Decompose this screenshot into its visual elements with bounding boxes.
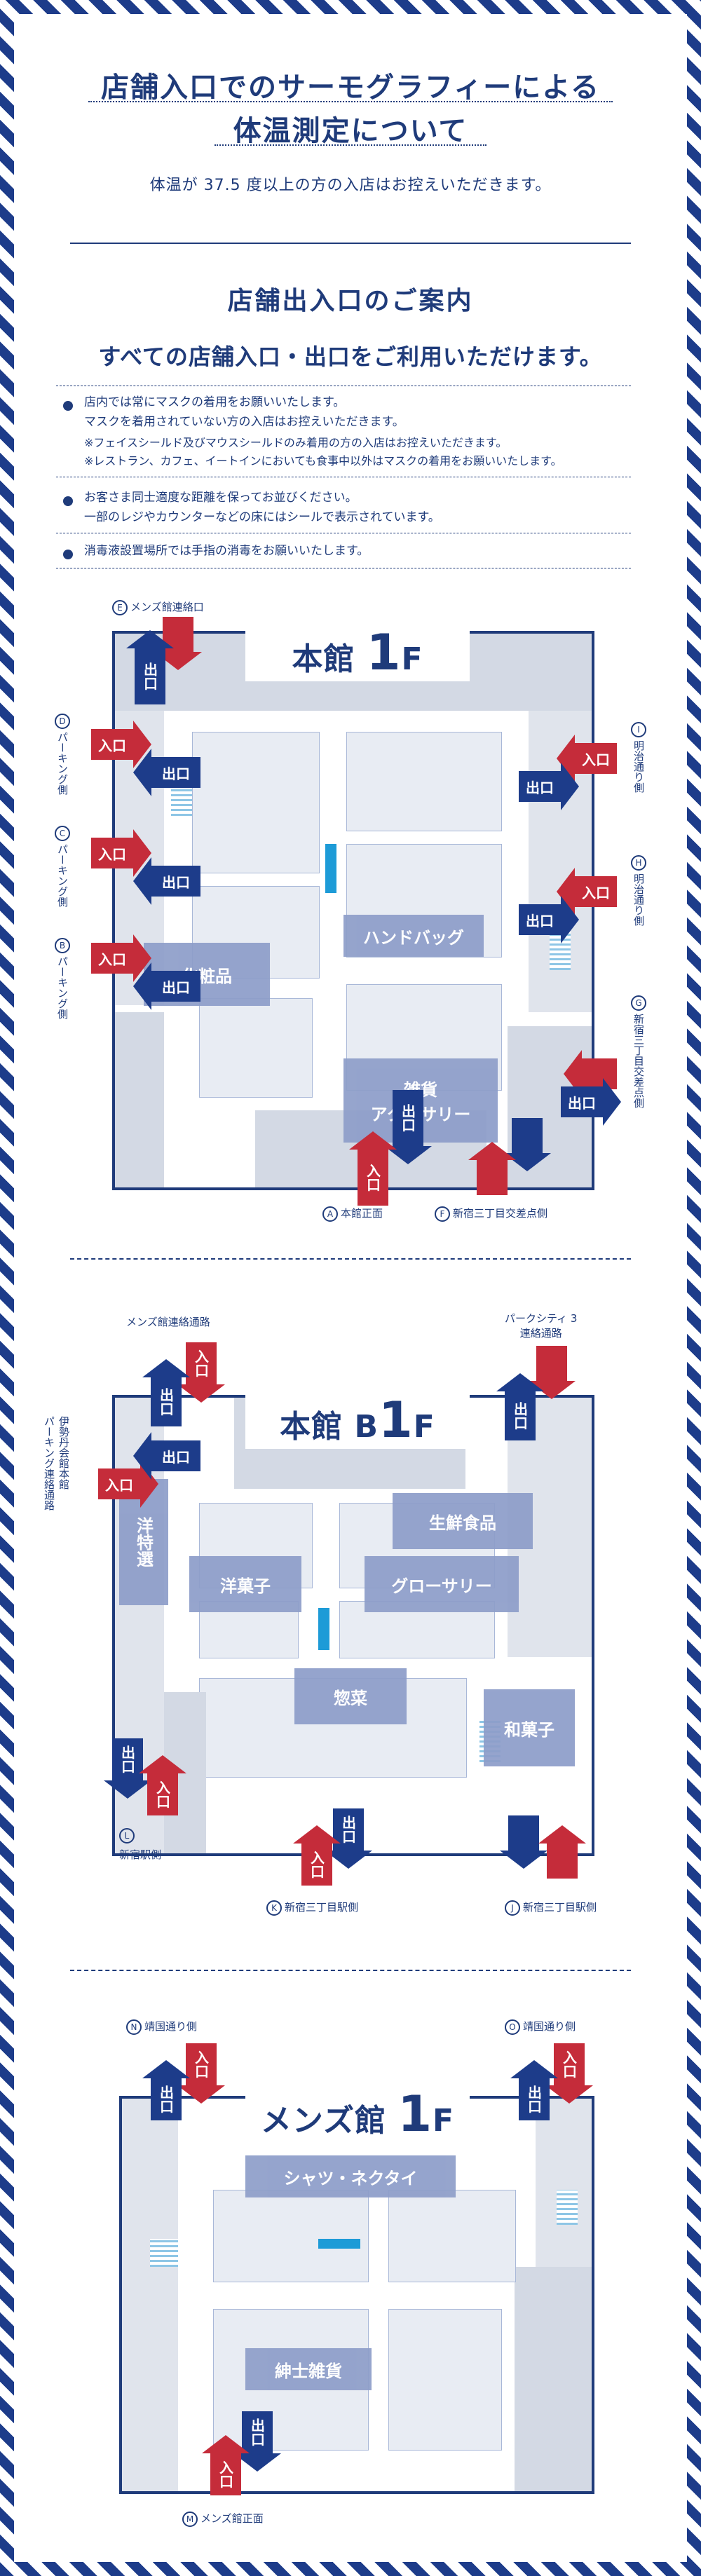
exit-arrow-n: 出口 <box>142 2060 190 2120</box>
floor-1f-title: 本館 1F <box>245 624 470 681</box>
door-d-label: Dパーキング側 <box>55 714 70 795</box>
entrance-arrow-m: 入口 <box>202 2435 250 2495</box>
escalator-icon <box>325 844 336 893</box>
stairs-icon <box>150 2239 178 2267</box>
mens-1f-title: メンズ館 1F <box>245 2085 470 2143</box>
note-3: ※フェイスシールド及びマウスシールドのみ着用の方の入店はお控えいただきます。 <box>84 436 508 449</box>
door-h-label: H明治通り側 <box>631 855 646 926</box>
page-title-line2: 体温測定について <box>233 115 468 147</box>
exit-arrow-mens-passage: 出口 <box>142 1359 190 1426</box>
divider <box>70 243 631 244</box>
area-fresh-food: 生鮮食品 <box>393 1493 533 1549</box>
entrance-arrow-mens-passage: 入口 <box>177 1342 225 1403</box>
area-western-sweets: 洋菓子 <box>189 1556 301 1612</box>
entrance-arrow-f <box>468 1142 516 1195</box>
escalator-icon <box>318 1608 329 1650</box>
door-b-label: Bパーキング側 <box>55 938 70 1019</box>
entrance-arrow-k: 入口 <box>293 1825 341 1886</box>
door-g-label: G新宿三丁目交差点側 <box>631 995 646 1108</box>
door-i-label: I明治通り側 <box>631 722 646 793</box>
entrance-arrow-i: 入口 <box>557 735 617 782</box>
area-handbag: ハンドバッグ <box>343 915 484 957</box>
page-subtitle: 体温が 37.5 度以上の方の入店はお控えいただきます。 <box>149 177 552 194</box>
exit-arrow-c: 出口 <box>133 857 200 905</box>
page-title-line1: 店舗入口でのサーモグラフィーによる <box>101 71 600 104</box>
section-separator <box>70 1970 631 1971</box>
escalator-icon <box>318 2239 360 2249</box>
floor-b1f-title: 本館 B1F <box>245 1391 470 1449</box>
exit-arrow-k: 出口 <box>325 1808 372 1869</box>
title-underline <box>88 101 613 102</box>
exit-arrow-d: 出口 <box>133 749 200 796</box>
area-shirts-ties: シャツ・ネクタイ <box>245 2155 456 2197</box>
door-parkcity-label: パークシティ 3 連絡通路 <box>505 1312 578 1340</box>
note-bullet <box>63 496 73 506</box>
exit-arrow-f <box>503 1118 551 1171</box>
title-underline-2 <box>215 144 486 146</box>
section-separator <box>70 1258 631 1260</box>
note-7: 消毒液設置場所では手指の消毒をお願いいたします。 <box>84 544 369 558</box>
exit-arrow-h: 出口 <box>519 896 579 943</box>
note-bullet <box>63 550 73 559</box>
entrance-arrow-h: 入口 <box>557 868 617 915</box>
entrance-arrow-b: 入口 <box>91 934 151 982</box>
area-deli: 惣菜 <box>294 1668 407 1724</box>
area-grocery: グローサリー <box>365 1556 519 1612</box>
exit-arrow-parkcity: 出口 <box>496 1373 544 1440</box>
entrance-arrow-c: 入口 <box>91 829 151 877</box>
exit-arrow-l: 出口 <box>104 1738 151 1799</box>
entrance-arrow-o: 入口 <box>545 2043 593 2104</box>
entrance-arrow-d: 入口 <box>91 721 151 768</box>
door-l-text: 新宿駅側 <box>119 1848 162 1861</box>
entrance-arrow-j <box>538 1825 586 1879</box>
note-2: マスクを着用されていない方の入店はお控えいただきます。 <box>84 415 404 429</box>
exit-arrow-o: 出口 <box>510 2060 558 2120</box>
floor-b1f-plan <box>112 1395 594 1856</box>
entrance-arrow-isetan: 入口 <box>98 1460 158 1508</box>
note-4: ※レストラン、カフェ、イートインにおいても食事中以外はマスクの着用をお願いいたし… <box>84 454 562 468</box>
note-6: 一部のレジやカウンターなどの床にはシールで表示されています。 <box>84 510 440 524</box>
entrance-arrow-a: 入口 <box>349 1131 397 1206</box>
note-bullet <box>63 401 73 411</box>
content-panel: 店舗入口でのサーモグラフィーによる 体温測定について 体温が 37.5 度以上の… <box>14 14 687 2562</box>
entrance-arrow-l: 入口 <box>139 1755 186 1815</box>
entrance-arrow-n: 入口 <box>177 2043 225 2104</box>
door-l-label: L <box>119 1828 137 1844</box>
exit-arrow-isetan: 出口 <box>133 1432 200 1480</box>
exit-arrow-e: 出口 <box>126 630 174 704</box>
area-japanese-sweets: 和菓子 <box>484 1689 575 1766</box>
note-1: 店内では常にマスクの着用をお願いいたします。 <box>84 395 346 409</box>
door-mens-passage-label: メンズ館連絡通路 <box>126 1316 210 1328</box>
note-5: お客さま同士適度な距離を保ってお並びください。 <box>84 491 358 505</box>
stairs-icon <box>557 2190 578 2225</box>
door-isetan-label: 伊勢丹会館本館 パーキング連絡通路 <box>43 1416 70 1511</box>
guide-title: 店舗出入口のご案内 <box>227 287 474 315</box>
guide-lead: すべての店舗入口・出口をご利用いただけます。 <box>98 343 603 370</box>
exit-arrow-a: 出口 <box>384 1090 432 1164</box>
exit-arrow-j <box>500 1815 547 1869</box>
area-mens-goods: 紳士雑貨 <box>245 2348 372 2390</box>
door-c-label: Cパーキング側 <box>55 826 70 907</box>
exit-arrow-g: 出口 <box>561 1078 621 1126</box>
exit-arrow-b: 出口 <box>133 962 200 1010</box>
exit-arrow-i: 出口 <box>519 763 579 810</box>
